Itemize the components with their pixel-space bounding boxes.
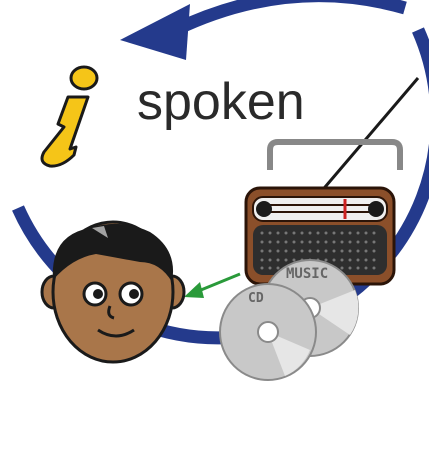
- face-icon: [42, 222, 184, 362]
- info-icon: [42, 67, 97, 166]
- disc-icon: MUSIC CD: [220, 260, 358, 380]
- arrow-left-icon: [184, 274, 240, 298]
- spoken-label: spoken: [137, 72, 305, 132]
- disc-front-label: CD: [248, 291, 264, 306]
- disc-back-label: MUSIC: [286, 266, 328, 282]
